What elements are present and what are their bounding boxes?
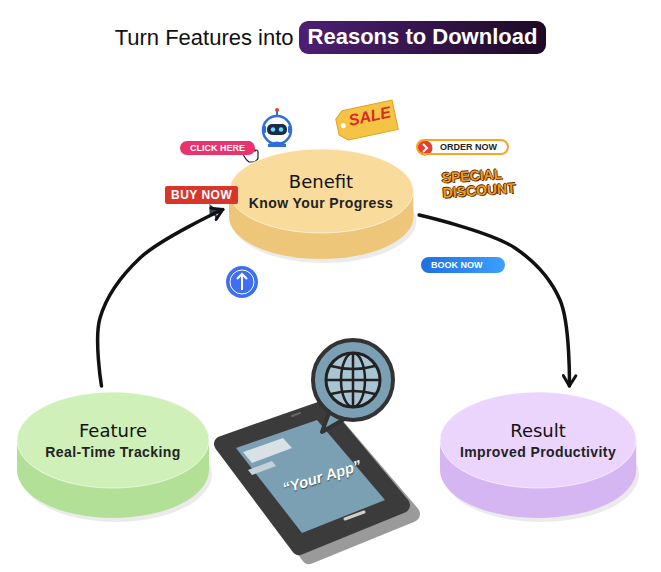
sale-tag [334, 100, 398, 142]
order-now-button: ORDER NOW [416, 139, 509, 155]
node-text: ResultImproved Productivity [440, 419, 636, 462]
book-now-button: BOOK NOW [421, 257, 505, 273]
result-disk: ResultImproved Productivity [440, 392, 636, 518]
buy-now-button: BUY NOW [165, 186, 238, 204]
flow-arrow [98, 210, 223, 387]
benefit-disk: BenefitKnow Your Progress [229, 149, 413, 259]
node-body: Improved Productivity [440, 443, 636, 462]
node-body: Real-Time Tracking [17, 443, 209, 462]
click-here-button: CLICK HERE [180, 141, 255, 155]
node-heading: Result [440, 419, 636, 443]
node-body: Know Your Progress [229, 194, 413, 213]
node-text: BenefitKnow Your Progress [229, 170, 413, 213]
node-heading: Benefit [229, 170, 413, 194]
robot-icon [263, 108, 291, 147]
title-highlight: Reasons to Download [299, 21, 547, 54]
globe-bubble [313, 340, 393, 432]
special-discount-text: SPECIAL DISCOUNT [441, 165, 523, 201]
phone-illustration [222, 409, 412, 556]
node-text: FeatureReal-Time Tracking [17, 419, 209, 462]
node-heading: Feature [17, 419, 209, 443]
diagram-title: Turn Features into [115, 25, 294, 51]
flow-arrow [419, 215, 569, 386]
up-arrow-icon [226, 266, 258, 298]
feature-disk: FeatureReal-Time Tracking [17, 392, 209, 518]
title-bar: Turn Features intoReasons to Download [0, 21, 661, 54]
